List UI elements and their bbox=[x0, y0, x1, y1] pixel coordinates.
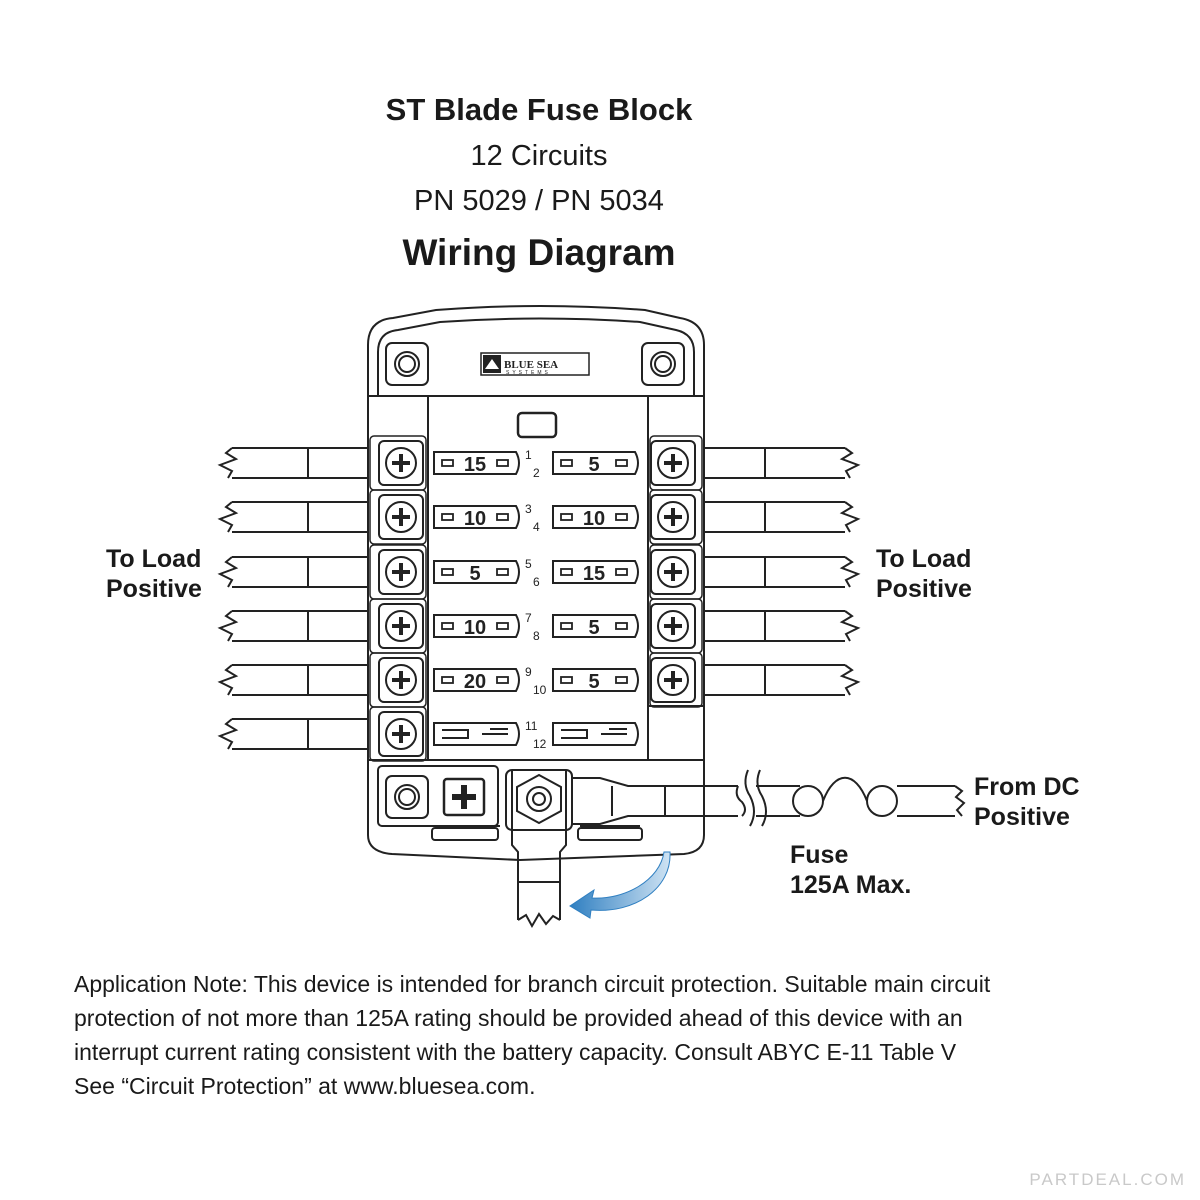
ground-cable bbox=[511, 770, 567, 929]
terminal-circuit-11 bbox=[378, 711, 424, 757]
watermark: PARTDEAL.COM bbox=[1029, 1170, 1186, 1189]
fuse-rating: 5 bbox=[588, 617, 599, 639]
fuse-circuit-10: 5 bbox=[552, 668, 639, 693]
circuit-number: 6 bbox=[533, 575, 540, 589]
application-note: Application Note: This device is intende… bbox=[74, 967, 1174, 1103]
terminal-circuit-3 bbox=[378, 494, 424, 540]
right-load-label-line1: To Load bbox=[876, 545, 972, 573]
diagram-subtitle: Wiring Diagram bbox=[402, 232, 676, 273]
circuit-number: 9 bbox=[525, 665, 532, 679]
circuit-number: 10 bbox=[533, 683, 547, 697]
left-load-wires bbox=[217, 447, 368, 750]
left-load-label-line2: Positive bbox=[106, 575, 202, 603]
load-wire-circuit-8 bbox=[704, 610, 861, 642]
application-note-line3: interrupt current rating consistent with… bbox=[74, 1039, 957, 1065]
logo-brand: BLUE SEA bbox=[504, 359, 558, 371]
load-wire-circuit-5 bbox=[217, 556, 368, 588]
application-note-line2: protection of not more than 125A rating … bbox=[74, 1005, 963, 1031]
left-load-label: To Load Positive bbox=[106, 544, 202, 604]
fuse-circuit-5: 5 bbox=[433, 560, 520, 585]
fuse-circuit-9: 20 bbox=[433, 668, 520, 693]
circuit-number: 12 bbox=[533, 737, 547, 751]
circuit-count: 12 Circuits bbox=[470, 140, 608, 172]
main-positive-stud bbox=[505, 769, 573, 831]
terminal-circuit-4 bbox=[650, 494, 696, 540]
inline-main-fuse bbox=[792, 776, 966, 817]
fuse-rating: 10 bbox=[583, 508, 605, 530]
fuse-circuit-3: 10 bbox=[433, 505, 520, 530]
blue-sea-logo: BLUE SEA SYSTEMS bbox=[480, 352, 590, 376]
terminal-plate-left bbox=[369, 489, 427, 545]
diagram-title: ST Blade Fuse Block bbox=[385, 92, 693, 127]
fuse-circuit-8: 5 bbox=[552, 614, 639, 639]
load-wire-circuit-2 bbox=[704, 447, 861, 479]
fuse-circuit-6: 15 bbox=[552, 560, 639, 585]
terminal-circuit-1 bbox=[378, 440, 424, 486]
circuit-number: 5 bbox=[525, 557, 532, 571]
main-feed-cable bbox=[572, 769, 800, 827]
mounting-hole-top-right bbox=[641, 342, 685, 386]
mounting-hole-bottom-left bbox=[385, 775, 429, 819]
fuse-circuit-12 bbox=[552, 722, 639, 746]
cable-direction-arrow-icon bbox=[569, 851, 671, 919]
right-load-label-line2: Positive bbox=[876, 575, 972, 603]
fuse-rating: 10 bbox=[464, 508, 486, 530]
fuse-rating: 5 bbox=[469, 563, 480, 585]
dc-positive-label-line1: From DC bbox=[974, 773, 1080, 801]
status-indicator-window bbox=[516, 411, 558, 439]
terminal-circuit-2 bbox=[650, 440, 696, 486]
positive-terminal-marker bbox=[442, 777, 486, 817]
load-wire-circuit-11 bbox=[217, 718, 368, 750]
terminal-circuit-5 bbox=[378, 549, 424, 595]
right-load-wires bbox=[704, 447, 861, 696]
main-fuse-label-line2: 125A Max. bbox=[790, 871, 912, 899]
terminal-circuit-8 bbox=[650, 603, 696, 649]
load-wire-circuit-9 bbox=[217, 664, 368, 696]
terminal-circuit-9 bbox=[378, 657, 424, 703]
load-wire-circuit-1 bbox=[217, 447, 368, 479]
circuit-number: 8 bbox=[533, 629, 540, 643]
dc-positive-label-line2: Positive bbox=[974, 803, 1070, 831]
circuit-number: 7 bbox=[525, 611, 532, 625]
terminal-circuit-6 bbox=[650, 549, 696, 595]
logo-tagline: SYSTEMS bbox=[506, 370, 551, 376]
fuse-rating: 5 bbox=[588, 454, 599, 476]
load-wire-circuit-7 bbox=[217, 610, 368, 642]
circuit-number: 1 bbox=[525, 448, 532, 462]
circuit-number: 4 bbox=[533, 520, 540, 534]
circuit-number: 2 bbox=[533, 466, 540, 480]
part-numbers: PN 5029 / PN 5034 bbox=[414, 185, 664, 217]
terminal-circuit-7 bbox=[378, 603, 424, 649]
fuse-rating: 15 bbox=[583, 563, 605, 585]
dc-positive-label: From DC Positive bbox=[974, 772, 1080, 832]
terminal-plate-left bbox=[369, 706, 427, 762]
fuse-rating: 20 bbox=[464, 671, 486, 693]
fuse-circuit-4: 10 bbox=[552, 505, 639, 530]
application-note-line4: See “Circuit Protection” at www.bluesea.… bbox=[74, 1073, 536, 1099]
terminal-circuit-10 bbox=[650, 657, 696, 703]
left-load-label-line1: To Load bbox=[106, 545, 202, 573]
fuse-block-body bbox=[367, 305, 705, 862]
fuse-circuit-1: 15 bbox=[433, 451, 520, 476]
fuse-circuit-7: 10 bbox=[433, 614, 520, 639]
fuse-rating: 5 bbox=[588, 671, 599, 693]
load-wire-circuit-4 bbox=[704, 501, 861, 533]
fuse-rating: 15 bbox=[464, 454, 486, 476]
load-wire-circuit-10 bbox=[704, 664, 861, 696]
fuse-circuit-11 bbox=[433, 722, 520, 746]
circuit-number: 11 bbox=[525, 719, 538, 733]
mounting-hole-top-left bbox=[385, 342, 429, 386]
load-wire-circuit-3 bbox=[217, 501, 368, 533]
main-fuse-label-line1: Fuse bbox=[790, 841, 849, 869]
load-wire-circuit-6 bbox=[704, 556, 861, 588]
application-note-line1: Application Note: This device is intende… bbox=[74, 971, 991, 997]
right-load-label: To Load Positive bbox=[876, 544, 972, 604]
main-fuse-label: Fuse 125A Max. bbox=[790, 840, 911, 900]
fuse-rating: 10 bbox=[464, 617, 486, 639]
circuit-number: 3 bbox=[525, 502, 532, 516]
fuse-circuit-2: 5 bbox=[552, 451, 639, 476]
